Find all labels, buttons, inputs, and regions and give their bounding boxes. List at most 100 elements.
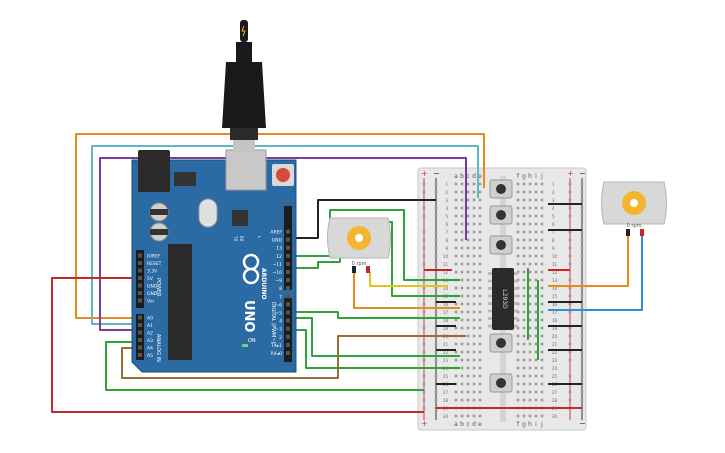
push-buttons[interactable] — [489, 179, 513, 393]
pin-label: A1 — [147, 323, 153, 329]
wire-purple-a2[interactable] — [99, 157, 467, 331]
breadboard-row-number: 24 — [552, 366, 558, 371]
wire-blue-motor-right[interactable] — [548, 232, 643, 311]
rail-plus-bottom-left: + — [421, 419, 428, 428]
wire-red-5v[interactable] — [51, 277, 424, 413]
wire-green-3[interactable] — [292, 329, 460, 369]
pin-label: AREF — [270, 230, 282, 236]
breadboard-row-number: 18 — [552, 318, 558, 323]
wire-orange-motor-right[interactable] — [548, 232, 629, 287]
pin-label: 13 — [276, 246, 282, 252]
breadboard-column-letter: b — [460, 421, 464, 428]
breadboard-row-number: 23 — [552, 358, 558, 363]
push-button-2[interactable] — [489, 205, 513, 225]
breadboard-row-number: 1 — [552, 182, 555, 187]
pin-label: 4 — [279, 319, 282, 325]
breadboard-row-number: 19 — [443, 326, 449, 331]
push-button-1[interactable] — [489, 179, 513, 199]
push-button-3[interactable] — [489, 235, 513, 255]
wire-yellow-motor[interactable] — [369, 272, 448, 287]
breadboard-column-letter: b — [460, 173, 464, 180]
breadboard-row-number: 2 — [445, 190, 448, 195]
breadboard-row-number: 5 — [445, 214, 448, 219]
breadboard-row-number: 6 — [445, 222, 448, 227]
pin-label: TX▸1 — [270, 343, 282, 349]
breadboard-row-number: 3 — [445, 198, 448, 203]
analog-header — [136, 314, 144, 360]
pin-label: GND — [147, 291, 158, 297]
wire-green-6[interactable] — [292, 311, 460, 319]
l293d-chip[interactable]: L293D — [488, 268, 518, 330]
breadboard-row-number: 16 — [443, 302, 449, 307]
rail-plus-top-left: + — [421, 169, 428, 178]
pin-label: 5V — [147, 276, 154, 282]
breadboard-row-number: 9 — [445, 246, 448, 251]
breadboard-column-letter: j — [540, 173, 543, 180]
motor-left-rpm-readout: 0 rpm — [352, 261, 367, 267]
breadboard-row-number: 11 — [443, 262, 449, 267]
arduino-brand: ARDUINO — [260, 268, 267, 299]
wire-green-12[interactable] — [292, 209, 460, 281]
usb-cable[interactable] — [222, 20, 266, 152]
pin-label: 7 — [279, 294, 282, 300]
usb-port — [225, 149, 267, 191]
pin-label: ~3 — [275, 327, 282, 333]
wire-orange-motor[interactable] — [353, 272, 460, 309]
wire-green-a3[interactable] — [105, 341, 424, 391]
power-jack — [138, 150, 170, 192]
motor-right-rpm-readout: 0 rpm — [627, 223, 642, 229]
pin-label: ~11 — [273, 262, 283, 268]
breadboard-row-number: 14 — [443, 286, 449, 291]
breadboard-row-number: 17 — [552, 310, 558, 315]
pin-label: 12 — [276, 254, 282, 260]
rail-minus-top-left: − — [433, 169, 440, 178]
pin-label: A2 — [147, 331, 153, 337]
pin-label: ~10 — [273, 270, 283, 276]
breadboard-row-number: 9 — [552, 246, 555, 251]
push-button-4[interactable] — [489, 333, 513, 353]
wire-brown-a4[interactable] — [121, 335, 466, 379]
breadboard-column-letter: a — [454, 173, 458, 180]
rx-label: RX — [239, 236, 244, 242]
breadboard-column-letter: d — [472, 421, 476, 428]
breadboard-row-number: 15 — [552, 294, 558, 299]
dc-motor-left[interactable]: 0 rpm — [327, 217, 391, 273]
breadboard-row-number: 12 — [443, 270, 449, 275]
breadboard-column-letter: g — [522, 173, 526, 180]
arduino-logo-icon — [242, 253, 260, 285]
wire-orange-a0[interactable] — [75, 133, 485, 319]
breadboard-row-number: 2 — [552, 190, 555, 195]
breadboard-row-number: 12 — [552, 270, 558, 275]
breadboard-row-number: 5 — [552, 214, 555, 219]
breadboard-row-number: 4 — [552, 206, 555, 211]
breadboard-column-letter: d — [472, 173, 476, 180]
breadboard-column-letter: f — [517, 173, 520, 180]
pin-label: ~9 — [275, 278, 282, 284]
analog-label: ANALOG IN — [155, 334, 161, 362]
wire-cyan-a1[interactable] — [91, 145, 479, 325]
breadboard-column-letter: i — [535, 173, 537, 180]
rail-minus-top-right: − — [579, 169, 586, 178]
breadboard-row-number: 8 — [552, 238, 555, 243]
breadboard-row-number: 13 — [552, 278, 558, 283]
breadboard-row-number: 1 — [445, 182, 448, 187]
breadboard-column-letter: f — [517, 421, 520, 428]
breadboard-row-number: 17 — [443, 310, 449, 315]
wire-black-gnd[interactable] — [292, 199, 436, 239]
breadboard-row-number: 6 — [552, 222, 555, 227]
on-label: ON — [248, 338, 256, 344]
rail-minus-bottom-right: − — [579, 419, 586, 428]
pin-label: ~5 — [275, 311, 282, 317]
breadboard-row-number: 16 — [552, 302, 558, 307]
breadboard-row-number: 4 — [445, 206, 448, 211]
wire-green-5[interactable] — [292, 317, 460, 357]
push-button-5[interactable] — [489, 373, 513, 393]
arduino-uno-board[interactable]: ARDUINO UNO DIGITAL (PWM~) POWER ANALOG … — [131, 149, 297, 373]
breadboard-column-letter: i — [535, 421, 537, 428]
pin-label: 3.3V — [147, 269, 158, 275]
dc-motor-right[interactable]: 0 rpm — [601, 181, 667, 236]
pin-label: A4 — [147, 346, 153, 352]
chip-label: L293D — [501, 289, 508, 309]
